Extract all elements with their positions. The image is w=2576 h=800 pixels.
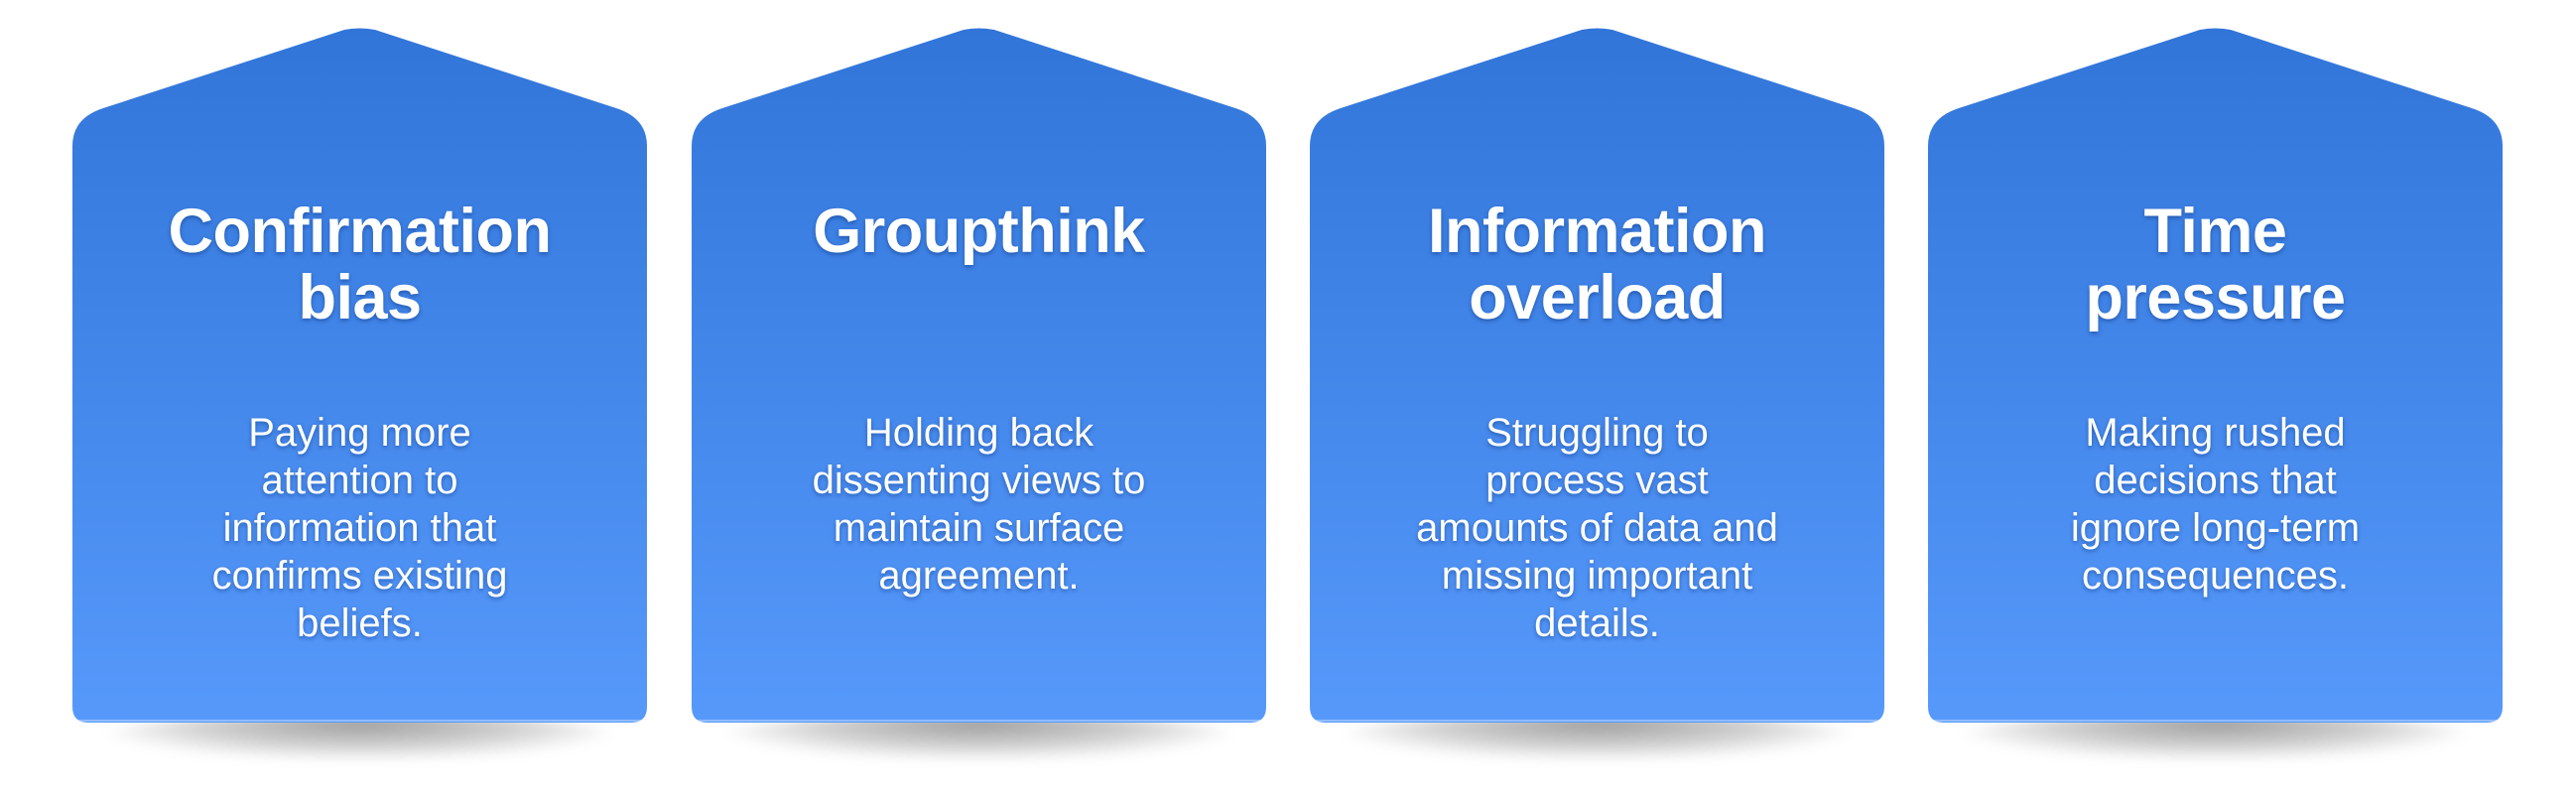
card-description-line: decisions that	[2094, 459, 2337, 502]
card-description-line: beliefs.	[297, 601, 423, 645]
card-title-line: Information	[1428, 197, 1766, 266]
card-house-shape	[1310, 28, 1884, 723]
card-description-line: Paying more	[248, 411, 471, 455]
card-house-shape	[72, 28, 647, 723]
card-description-line: consequences.	[2081, 554, 2350, 598]
card-title: Time pressure	[1948, 199, 2483, 332]
card-description-line: attention to	[261, 459, 458, 502]
card-description-line: agreement.	[878, 554, 1080, 598]
card-description: Struggling to process vast amounts of da…	[1340, 409, 1855, 647]
card-description-line: Making rushed	[2085, 411, 2346, 455]
card-content: Groupthink Holding back dissenting views…	[711, 29, 1246, 723]
card-house-shape	[692, 28, 1266, 723]
card-description-line: Holding back	[863, 411, 1095, 455]
card-description-line: maintain surface	[833, 506, 1125, 550]
card-description-line: amounts of data and	[1416, 506, 1778, 550]
card-title-line: Confirmation	[168, 197, 552, 266]
card-description-line: Struggling to	[1485, 411, 1709, 455]
card-description-line: confirms existing	[211, 554, 508, 598]
card-description-line: missing important	[1441, 554, 1753, 598]
card-title-line: bias	[298, 263, 422, 333]
card-description-line: process vast	[1485, 459, 1709, 502]
card-title-line: Groupthink	[813, 197, 1145, 266]
card-description: Paying more attention to information tha…	[102, 409, 617, 647]
card-title-line: overload	[1469, 263, 1726, 333]
card-title: Confirmation bias	[92, 199, 627, 332]
card-content: Information overload Struggling to proce…	[1330, 29, 1865, 723]
card-house-shape	[1928, 28, 2503, 723]
card-title: Information overload	[1330, 199, 1865, 332]
card-content: Confirmation bias Paying more attention …	[92, 29, 627, 723]
card-description-line: details.	[1534, 601, 1660, 645]
card-description: Holding back dissenting views to maintai…	[721, 409, 1236, 600]
card-information-overload: Information overload Struggling to proce…	[1310, 28, 1884, 759]
card-description: Making rushed decisions that ignore long…	[1958, 409, 2473, 600]
card-groupthink: Groupthink Holding back dissenting views…	[692, 28, 1266, 759]
card-description-line: information that	[222, 506, 497, 550]
card-confirmation-bias: Confirmation bias Paying more attention …	[72, 28, 647, 759]
card-content: Time pressure Making rushed decisions th…	[1948, 29, 2483, 723]
card-description-line: dissenting views to	[812, 459, 1146, 502]
card-title-line: pressure	[2085, 263, 2346, 333]
card-title-line: Time	[2143, 197, 2287, 266]
card-time-pressure: Time pressure Making rushed decisions th…	[1928, 28, 2503, 759]
card-title: Groupthink	[711, 199, 1246, 265]
card-description-line: ignore long-term	[2070, 506, 2361, 550]
